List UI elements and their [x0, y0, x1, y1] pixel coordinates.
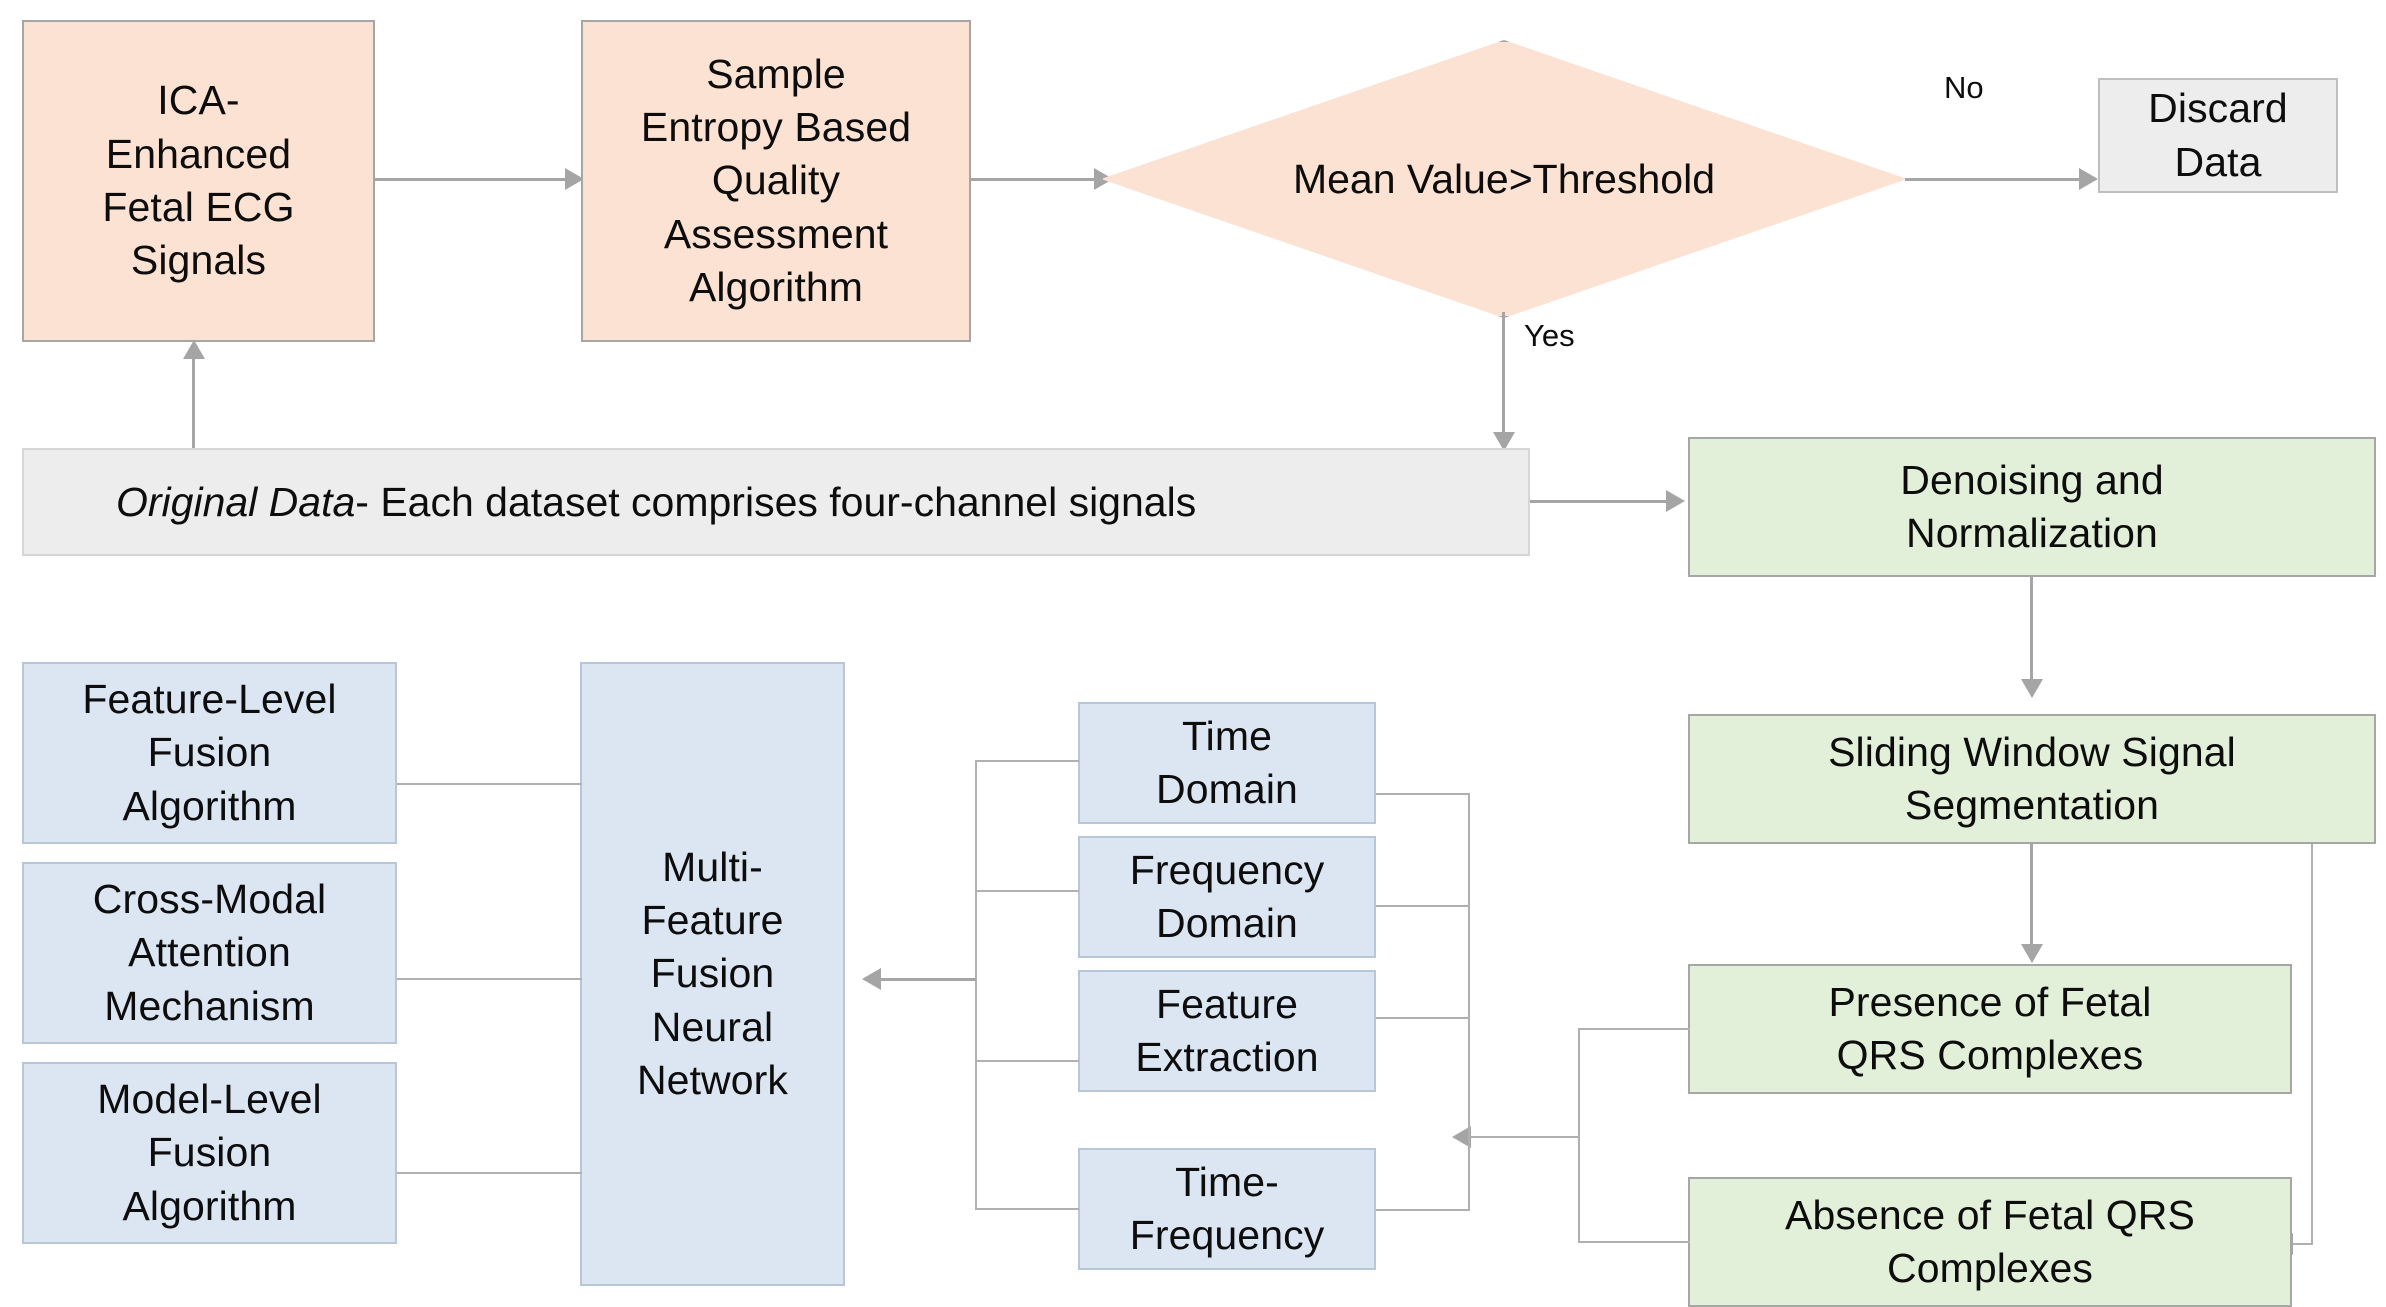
connector-bus-feature-extraction-left — [975, 1060, 1079, 1062]
arrowhead-decision-to-discard — [2079, 168, 2098, 190]
connector-sample-entropy-to-decision — [971, 178, 1101, 181]
node-multi-feature-fusion-neural-network[interactable]: Multi- Feature Fusion Neural Network — [580, 662, 845, 1286]
arrowhead-denoising-to-sliding-window — [2021, 679, 2043, 698]
connector-feature-left-bus — [975, 760, 977, 1210]
connector-qrs-bus-to-feature-bus — [1470, 1136, 1580, 1138]
node-feature-level-fusion-algorithm[interactable]: Feature-Level Fusion Algorithm — [22, 662, 397, 844]
connector-sliding-window-branch-horizontal — [2293, 1243, 2313, 1245]
node-sliding-window-signal-segmentation[interactable]: Sliding Window Signal Segmentation — [1688, 714, 2376, 844]
connector-sliding-window-to-presence — [2030, 844, 2033, 952]
decision-label: Mean Value>Threshold — [1292, 155, 1716, 202]
original-data-emphasis: Original Data — [116, 478, 356, 525]
node-sample-entropy-quality-assessment[interactable]: Sample Entropy Based Quality Assessment … — [581, 20, 971, 342]
node-time-domain[interactable]: Time Domain — [1078, 702, 1376, 824]
connector-ica-to-sample-entropy — [375, 178, 570, 181]
node-feature-extraction[interactable]: Feature Extraction — [1078, 970, 1376, 1092]
node-ica-enhanced-fetal-ecg-signals[interactable]: ICA- Enhanced Fetal ECG Signals — [22, 20, 375, 342]
connector-original-data-to-denoising — [1530, 500, 1672, 503]
connector-cross-modal-attention-to-mffnn — [397, 978, 582, 980]
node-discard-data[interactable]: Discard Data — [2098, 78, 2338, 193]
node-time-frequency[interactable]: Time- Frequency — [1078, 1148, 1376, 1270]
connector-frequency-domain-right — [1375, 905, 1470, 907]
node-cross-modal-attention-mechanism[interactable]: Cross-Modal Attention Mechanism — [22, 862, 397, 1044]
arrowhead-decision-to-original-data — [1493, 432, 1515, 451]
connector-time-domain-right — [1375, 793, 1470, 795]
connector-sliding-window-branch-vertical — [2311, 844, 2313, 1244]
arrowhead-original-data-to-ica — [183, 340, 205, 359]
connector-bus-frequency-domain-left — [975, 890, 1079, 892]
node-decision-mean-value-threshold[interactable]: Mean Value>Threshold — [1101, 40, 1907, 318]
connector-absence-to-bus — [1578, 1241, 1690, 1243]
node-frequency-domain[interactable]: Frequency Domain — [1078, 836, 1376, 958]
connector-presence-to-bus — [1578, 1028, 1690, 1030]
connector-feature-level-fusion-to-mffnn — [397, 783, 582, 785]
edge-label-yes: Yes — [1524, 318, 1575, 353]
node-presence-of-fetal-qrs-complexes[interactable]: Presence of Fetal QRS Complexes — [1688, 964, 2292, 1094]
node-absence-of-fetal-qrs-complexes[interactable]: Absence of Fetal QRS Complexes — [1688, 1177, 2292, 1307]
connector-decision-to-discard — [1905, 178, 2085, 181]
edge-label-no: No — [1944, 70, 1984, 105]
connector-model-level-fusion-to-mffnn — [397, 1172, 582, 1174]
connector-bus-time-domain-left — [975, 760, 1079, 762]
arrowhead-feature-bus-to-mffnn — [862, 968, 881, 990]
node-denoising-and-normalization[interactable]: Denoising and Normalization — [1688, 437, 2376, 577]
node-model-level-fusion-algorithm[interactable]: Model-Level Fusion Algorithm — [22, 1062, 397, 1244]
connector-decision-to-original-data — [1502, 312, 1505, 440]
connector-feature-bus-to-mffnn — [880, 978, 976, 981]
node-original-data-bar[interactable]: Original Data - Each dataset comprises f… — [22, 448, 1530, 556]
connector-qrs-bus-vertical — [1578, 1028, 1580, 1243]
connector-feature-extraction-right — [1375, 1017, 1470, 1019]
connector-feature-right-bus — [1468, 793, 1470, 1211]
connector-bus-time-frequency-left — [975, 1208, 1079, 1210]
connector-original-data-to-ica — [192, 358, 195, 448]
connector-time-frequency-right — [1375, 1209, 1470, 1211]
arrowhead-qrs-to-feature-bus — [1452, 1126, 1471, 1148]
arrowhead-ica-to-sample-entropy — [565, 168, 584, 190]
connector-denoising-to-sliding-window — [2030, 577, 2033, 687]
arrowhead-original-data-to-denoising — [1666, 490, 1685, 512]
arrowhead-sliding-window-to-presence — [2021, 944, 2043, 963]
original-data-description: - Each dataset comprises four-channel si… — [355, 478, 1197, 525]
